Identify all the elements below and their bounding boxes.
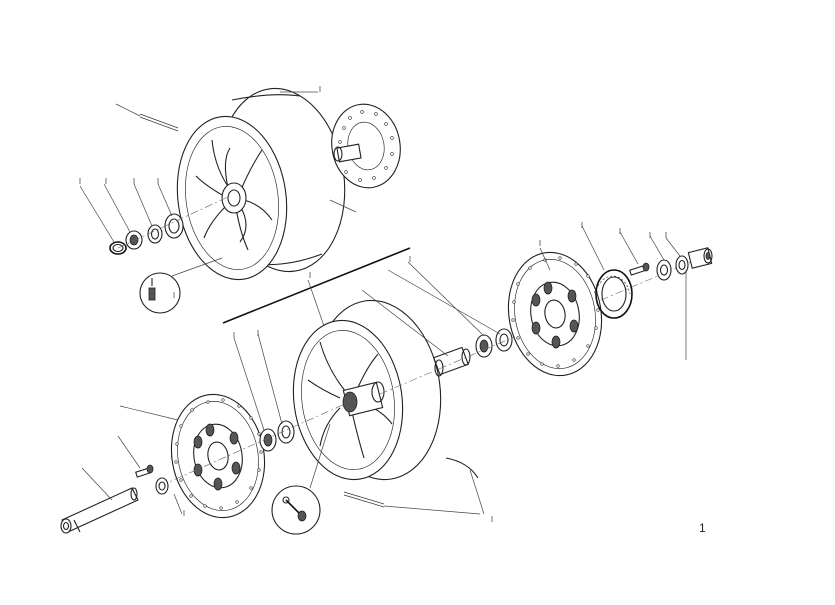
front-right-disc-holes <box>511 256 600 368</box>
right-spacer <box>656 259 672 281</box>
front-hub-spacer <box>433 346 471 377</box>
front-right-parts <box>379 257 701 395</box>
separator-line <box>222 247 411 324</box>
front-axle-washer <box>155 477 169 495</box>
front-valve-detail <box>271 423 331 535</box>
rear-disc-holes <box>338 110 394 182</box>
rear-snap-ring <box>109 241 127 255</box>
rear-washer <box>147 224 163 244</box>
axle-nut <box>687 247 713 269</box>
disc-carrier <box>595 269 633 319</box>
rear-wheel-nut <box>125 230 143 250</box>
front-wheel-assembly <box>292 299 479 508</box>
front-seal-left <box>277 420 295 444</box>
rear-wheel-assembly <box>139 87 346 281</box>
page-number: 1 <box>699 521 706 535</box>
rear-valve-detail <box>139 257 223 314</box>
front-seal-right <box>495 328 513 352</box>
front-bearing-right <box>475 334 493 358</box>
front-pinch-bolt <box>135 464 154 478</box>
rear-hub <box>221 182 247 214</box>
rear-brake-disc <box>331 103 401 189</box>
front-brake-disc-left <box>170 393 266 519</box>
front-wheel-axle <box>60 487 139 534</box>
disc-bolt <box>629 262 650 276</box>
front-left-bearings <box>159 403 346 487</box>
rear-bearing-seal <box>164 213 184 239</box>
rear-axle-parts <box>109 195 231 255</box>
axle-right-end-parts <box>656 247 713 281</box>
front-bearing-left <box>259 428 277 452</box>
front-brake-disc-right <box>507 251 603 377</box>
front-left-disc-holes <box>174 398 263 510</box>
right-washer <box>675 255 689 275</box>
callout-marks <box>79 86 667 522</box>
leader-lines <box>79 91 687 515</box>
